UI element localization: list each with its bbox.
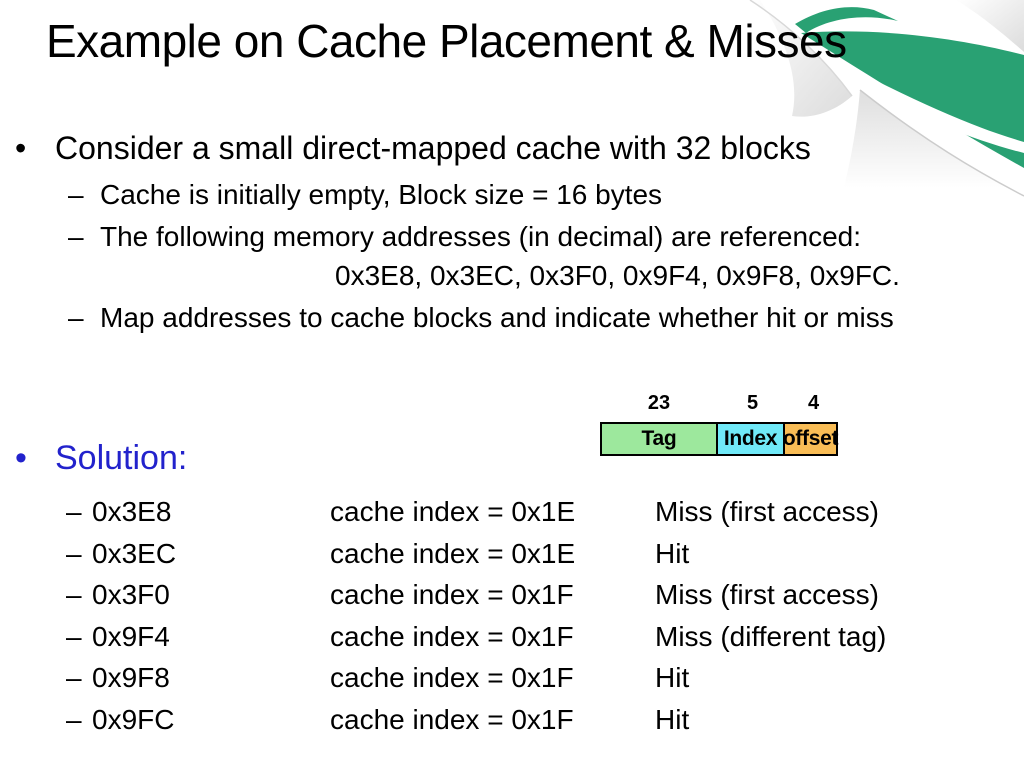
bullet-marker: • [15,439,27,477]
sub-bullet-text: Map addresses to cache blocks and indica… [100,302,894,333]
solution-row: – 0x9F8 cache index = 0x1F Hit [0,661,1024,695]
dash-marker: – [68,302,84,333]
address-format-bit-counts: 23 5 4 [600,391,840,415]
slide-title: Example on Cache Placement & Misses [46,15,847,67]
dash-marker: – [68,179,84,210]
dash-marker: – [66,538,82,569]
result-cell: Miss (different tag) [655,621,887,652]
dash-marker: – [66,662,82,693]
solution-row: – 0x9F4 cache index = 0x1F Miss (differe… [0,620,1024,654]
solution-row: – 0x9FC cache index = 0x1F Hit [0,703,1024,737]
solution-row: – 0x3EC cache index = 0x1E Hit [0,537,1024,571]
index-bits-label: 5 [746,392,759,414]
address-cell: 0x3E8 [92,496,172,527]
result-cell: Hit [655,662,690,693]
cache-index-cell: cache index = 0x1F [330,662,574,693]
cache-index-cell: cache index = 0x1E [330,496,576,527]
tag-field: Tag [600,422,718,456]
offset-bits-label: 4 [807,392,820,414]
cache-index-cell: cache index = 0x1F [330,704,574,735]
solution-heading: Solution: [55,439,188,477]
dash-marker: – [66,579,82,610]
curl-flap-corner [956,0,1024,52]
dash-marker: – [68,221,84,252]
address-cell: 0x3F0 [92,579,170,610]
address-cell: 0x9FC [92,704,175,735]
address-cell: 0x3EC [92,538,177,569]
address-cell: 0x9F4 [92,621,170,652]
result-cell: Miss (first access) [655,579,879,610]
cache-index-cell: cache index = 0x1F [330,579,574,610]
offset-field: offset [783,422,838,456]
sub-bullet-text: The following memory addresses (in decim… [100,221,861,252]
cache-index-cell: cache index = 0x1F [330,621,574,652]
referenced-addresses: 0x3E8, 0x3EC, 0x3F0, 0x9F4, 0x9F8, 0x9FC… [335,260,900,291]
curl-ribbon [838,64,1024,153]
sub-bullet-text: Cache is initially empty, Block size = 1… [100,179,663,210]
address-cell: 0x9F8 [92,662,170,693]
result-cell: Miss (first access) [655,496,879,527]
result-cell: Hit [655,704,690,735]
address-format-diagram: Tag Index offset [600,422,838,456]
result-cell: Hit [655,538,690,569]
dash-marker: – [66,621,82,652]
tag-bits-label: 23 [647,392,671,414]
curl-edge-line-2 [859,89,1024,197]
cache-index-cell: cache index = 0x1E [330,538,576,569]
bullet-marker: • [15,130,27,166]
intro-bullet-text: Consider a small direct-mapped cache wit… [55,130,811,166]
dash-marker: – [66,704,82,735]
dash-marker: – [66,496,82,527]
solution-row: – 0x3F0 cache index = 0x1F Miss (first a… [0,578,1024,612]
solution-row: – 0x3E8 cache index = 0x1E Miss (first a… [0,495,1024,529]
index-field: Index [716,422,785,456]
